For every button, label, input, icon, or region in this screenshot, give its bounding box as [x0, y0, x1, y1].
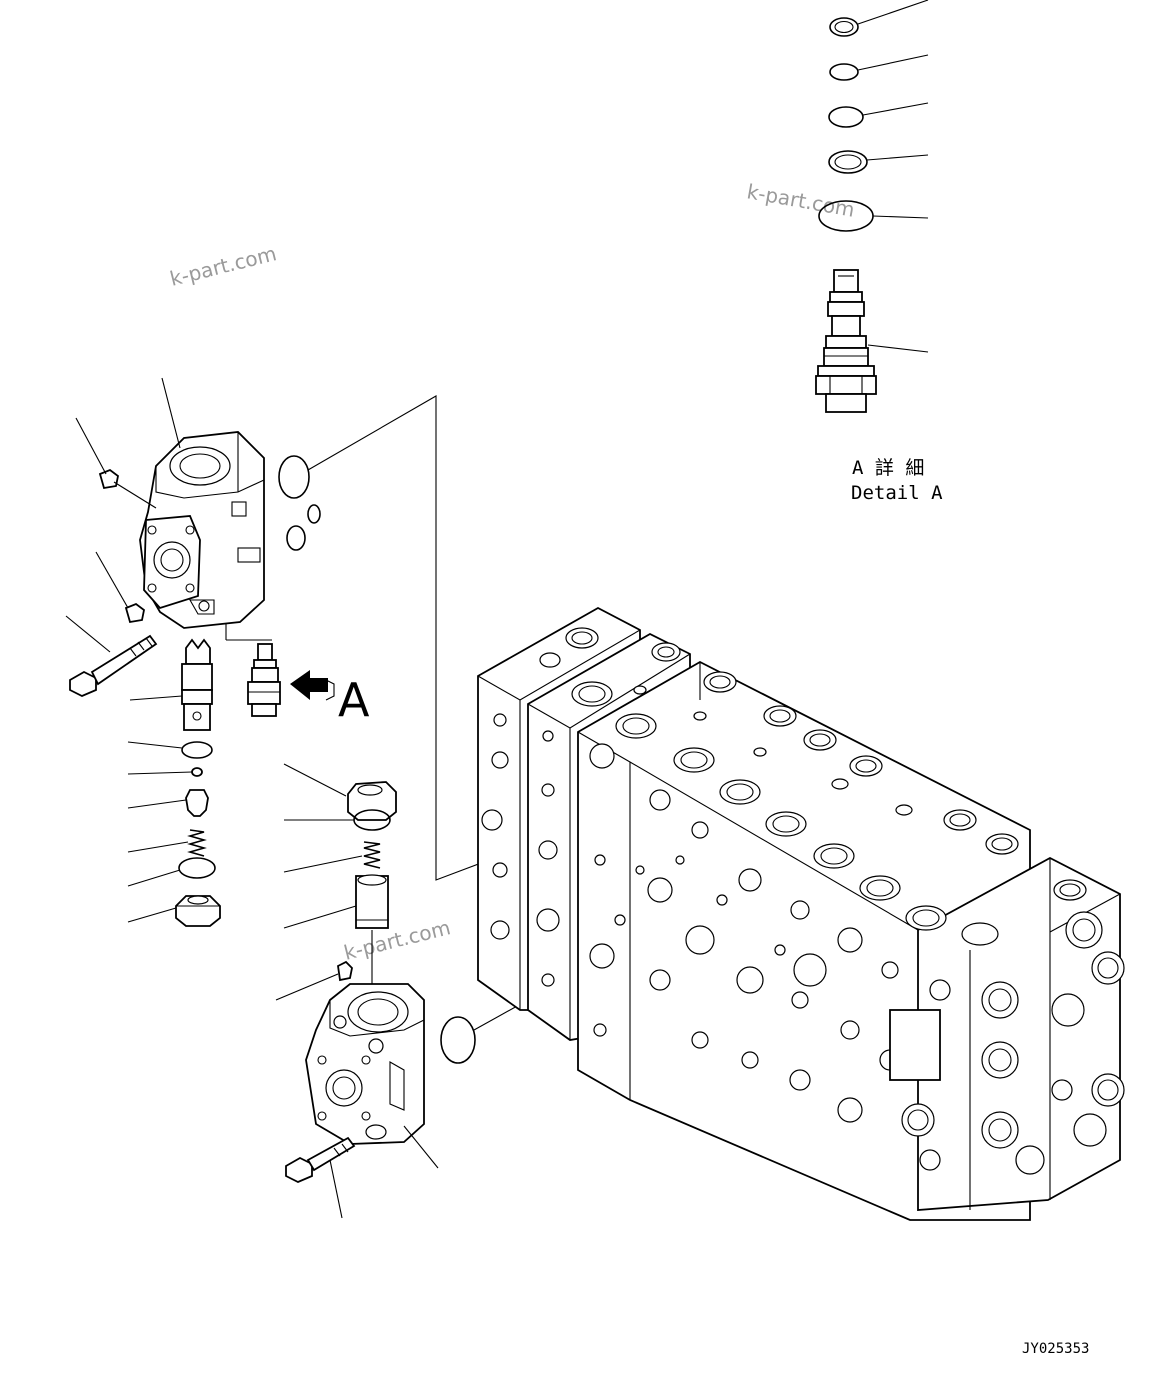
view-arrow	[290, 670, 335, 701]
valve-spool-part	[129, 638, 213, 731]
upper-valve-section: A	[65, 377, 607, 927]
backup-ring-part	[829, 0, 929, 37]
main-control-valve-part	[477, 606, 1125, 1221]
detail-a-title-en: Detail A	[851, 482, 943, 504]
detail-a-group: A 詳 細 Detail A	[815, 0, 943, 504]
o-ring-part	[829, 54, 929, 81]
spring-part	[283, 841, 381, 873]
lower-valve-section	[275, 763, 601, 1219]
plug-part	[95, 551, 145, 624]
valve-housing-part	[305, 983, 439, 1169]
watermark: k-part.com	[167, 241, 278, 291]
relief-valve-cartridge-part	[815, 269, 929, 413]
piston-part	[283, 874, 389, 929]
bolt-part	[285, 1136, 356, 1219]
o-ring-part	[127, 857, 216, 887]
o-ring-part	[278, 455, 321, 551]
backup-ring-part	[828, 150, 929, 174]
spring-part	[127, 829, 207, 857]
valve-housing-part	[139, 431, 272, 641]
bolt-part	[65, 615, 158, 697]
plug-part	[75, 417, 157, 509]
view-callout-label: A	[338, 673, 370, 727]
plug-part	[283, 763, 397, 821]
o-ring-part	[818, 200, 929, 232]
drawing-number: JY025353	[1022, 1341, 1089, 1357]
detail-a-title-jp: A 詳 細	[852, 457, 924, 479]
plug-part	[127, 895, 221, 927]
relief-valve-part	[247, 643, 281, 717]
o-ring-part	[127, 741, 213, 759]
o-ring-part	[828, 102, 929, 128]
plug-part	[275, 960, 353, 1001]
o-ring-part	[284, 809, 391, 831]
poppet-part	[127, 789, 209, 817]
ball-part	[127, 767, 203, 777]
